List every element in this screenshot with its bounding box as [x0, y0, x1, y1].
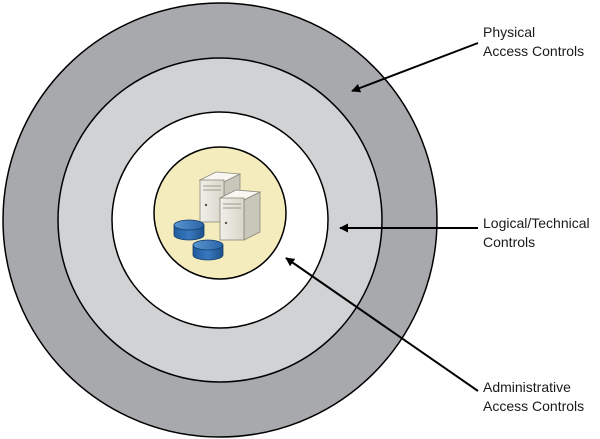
- physical-access-controls-label: Physical Access Controls: [483, 23, 584, 61]
- logical-technical-controls-label: Logical/Technical Controls: [483, 214, 590, 252]
- label-line: Administrative: [483, 379, 571, 395]
- administrative-controls-arrow: [285, 257, 479, 392]
- server-icon: [218, 189, 262, 241]
- physical-controls-arrow: [351, 42, 479, 93]
- database-icon: [173, 219, 205, 241]
- label-line: Access Controls: [483, 43, 585, 59]
- administrative-access-controls-label: Administrative Access Controls: [483, 378, 584, 416]
- label-line: Access Controls: [483, 398, 585, 414]
- label-line: Physical: [483, 24, 536, 40]
- label-line: Controls: [483, 234, 536, 250]
- database-icon: [192, 239, 224, 261]
- label-line: Logical/Technical: [483, 215, 590, 231]
